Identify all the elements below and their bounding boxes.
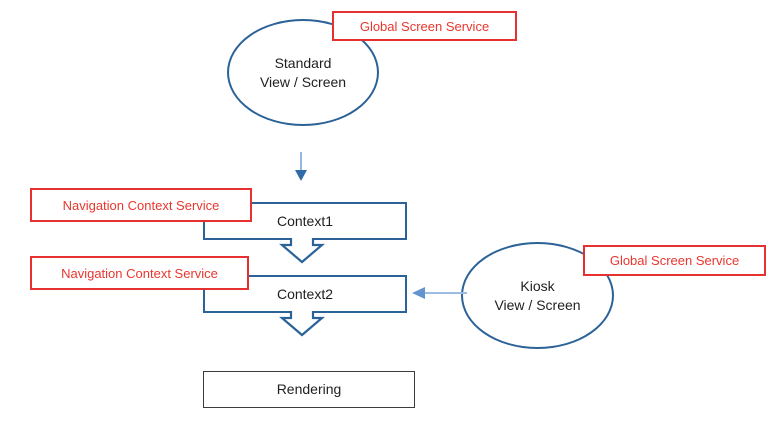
annotation-global-screen-service-top: Global Screen Service [332, 11, 517, 41]
chevron-down-arrow-icon-2 [279, 311, 325, 337]
node-standard-line2: View / Screen [259, 73, 347, 90]
annotation-navigation-context-service-2: Navigation Context Service [30, 256, 249, 290]
chevron-down-arrow-icon-1 [279, 238, 325, 264]
node-standard-line1: Standard [274, 55, 332, 72]
node-context2-label: Context2 [276, 285, 334, 302]
node-standard-view-screen-label: Standard View / Screen [260, 54, 346, 90]
down-arrow-icon [295, 152, 307, 181]
node-context1-label: Context1 [276, 212, 334, 229]
node-kiosk-line1: Kiosk [520, 278, 555, 295]
node-kiosk-view-screen-label: Kiosk View / Screen [494, 277, 580, 313]
node-kiosk-line2: View / Screen [494, 296, 581, 313]
node-rendering: Rendering [203, 371, 415, 408]
annotation-navigation-context-service-1: Navigation Context Service [30, 188, 252, 222]
node-rendering-label: Rendering [276, 381, 342, 398]
left-arrow-icon [412, 287, 467, 299]
annotation-global-screen-service-right: Global Screen Service [583, 245, 766, 276]
